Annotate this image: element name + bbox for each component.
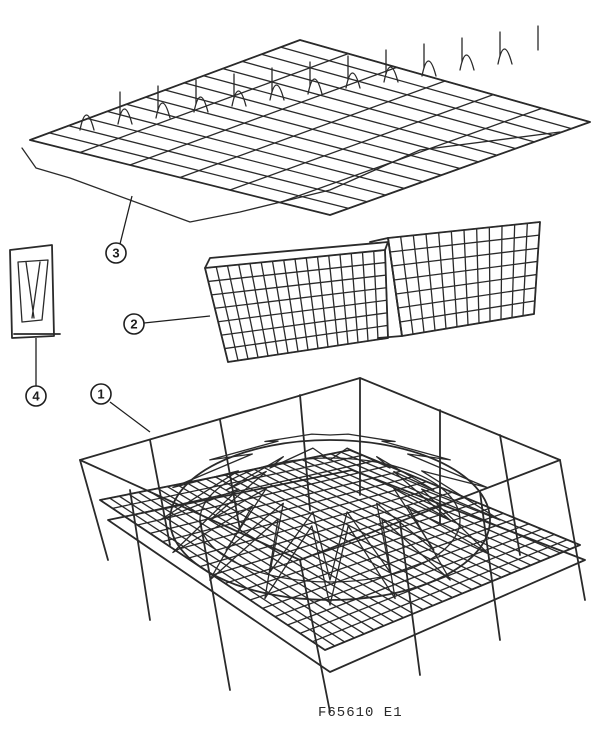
lower-rack-part xyxy=(79,377,586,713)
svg-text:1: 1 xyxy=(97,387,104,402)
callout-4: 4 xyxy=(25,338,47,407)
svg-text:2: 2 xyxy=(130,317,137,332)
callout-2: 2 xyxy=(123,313,211,335)
cup-holder-part xyxy=(9,244,61,339)
callout-1: 1 xyxy=(90,383,151,433)
svg-text:3: 3 xyxy=(112,246,119,261)
silverware-basket-part xyxy=(204,221,541,363)
upper-rack-part xyxy=(21,25,591,223)
drawing-code: F65610 E1 xyxy=(318,705,403,721)
callout-3: 3 xyxy=(105,195,133,264)
svg-text:4: 4 xyxy=(32,389,40,404)
